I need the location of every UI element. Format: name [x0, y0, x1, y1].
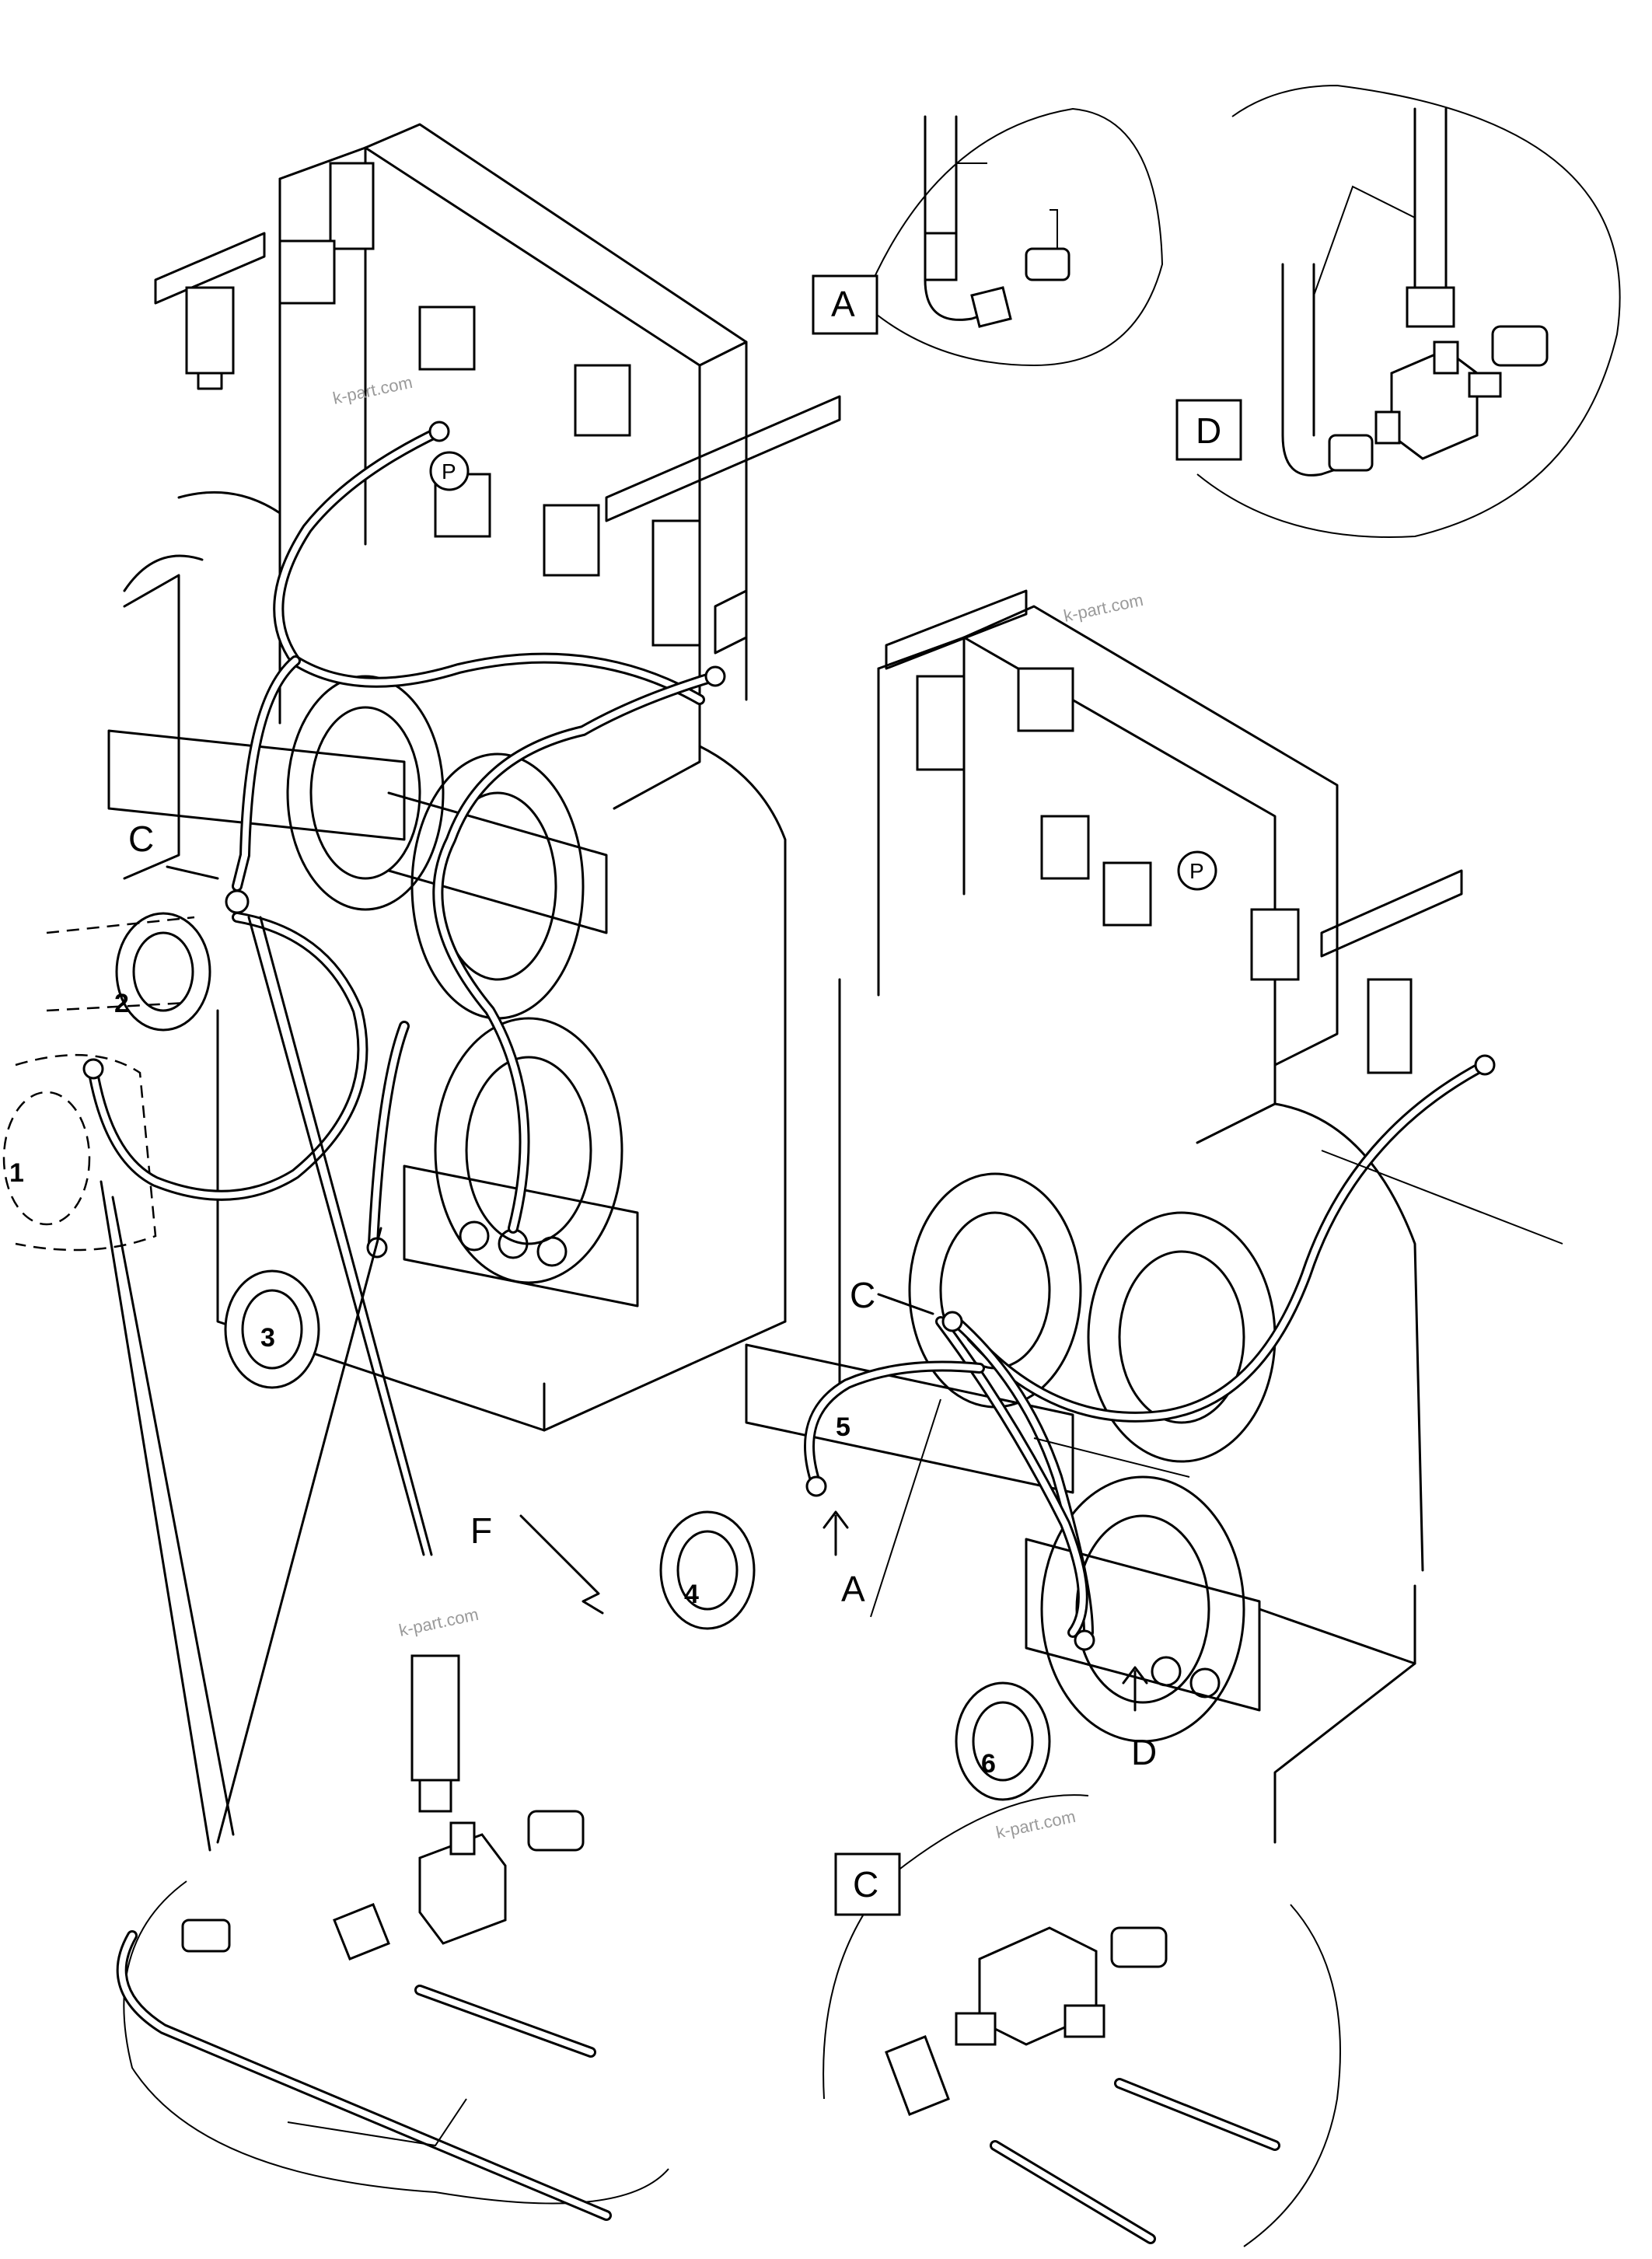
view-a-box: [812, 274, 878, 335]
detail-d-view: [1196, 84, 1621, 538]
callout-5: 5: [836, 1412, 850, 1442]
p-label-left: P: [442, 459, 456, 484]
pressure-port-right: [1177, 850, 1217, 891]
pressure-port-left: [429, 451, 470, 491]
direction-arrow-f: [519, 1514, 604, 1615]
detail-c-view: [823, 1794, 1341, 2247]
detail-f-view: [116, 1654, 669, 2221]
pointer-c-right: C: [850, 1275, 875, 1315]
pointer-d-label: D: [1131, 1732, 1157, 1772]
p-label-right: P: [1189, 859, 1204, 883]
watermark-1: k-part.com: [331, 372, 414, 408]
callout-3: 3: [260, 1323, 275, 1353]
callout-2: 2: [114, 989, 129, 1018]
callout-6: 6: [981, 1749, 996, 1779]
callout-1: 1: [9, 1158, 24, 1188]
pointer-arrow-c-left: [166, 865, 219, 880]
view-c-label: C: [853, 1864, 878, 1905]
pointer-arrow-d: [1122, 1666, 1148, 1712]
f-mark: F: [470, 1510, 492, 1551]
view-d-label: D: [1196, 410, 1221, 451]
view-a-label: A: [831, 284, 855, 324]
view-d-box: [1175, 399, 1242, 461]
pointer-a-label: A: [841, 1569, 865, 1609]
left-transmission: [2, 123, 841, 1852]
pointer-arrow-c-right: [877, 1293, 934, 1315]
pointer-arrow-a: [823, 1510, 849, 1556]
pointer-c-left: C: [128, 819, 154, 859]
watermark-3: k-part.com: [397, 1604, 480, 1640]
callout-4: 4: [684, 1580, 699, 1609]
watermark-4: k-part.com: [994, 1807, 1077, 1842]
view-c-box: [834, 1852, 901, 1916]
detail-a-view: [862, 107, 1164, 367]
watermark-2: k-part.com: [1062, 590, 1145, 626]
right-transmission: [659, 589, 1563, 1844]
